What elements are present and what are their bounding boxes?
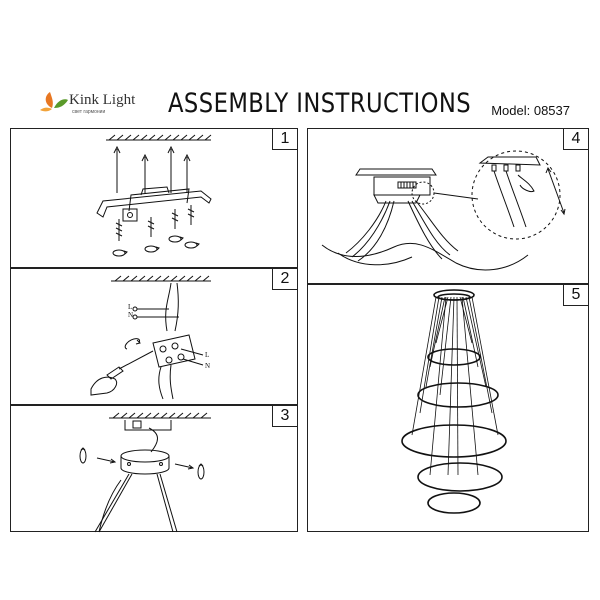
step-5-number: 5 xyxy=(563,285,588,306)
header: Kink Light свет гармонии ASSEMBLY INSTRU… xyxy=(0,0,600,128)
step-1-number: 1 xyxy=(272,129,297,150)
wire-label-n-bottom: N xyxy=(205,362,211,370)
wire-label-l-top: L xyxy=(128,303,133,311)
wire-label-n-top: N xyxy=(128,311,134,319)
step-2-number: 2 xyxy=(272,269,297,290)
brand-tagline: свет гармонии xyxy=(72,109,106,115)
step-2-diagram xyxy=(90,275,211,400)
step-3-panel: 3 xyxy=(10,405,298,533)
page-title: ASSEMBLY INSTRUCTIONS xyxy=(168,88,472,119)
step-5-panel: 5 xyxy=(307,284,589,532)
wire-label-l-bottom: L xyxy=(205,351,210,359)
step-5-diagram xyxy=(401,289,507,514)
step-3-diagram xyxy=(79,412,211,533)
step-4-panel: 4 xyxy=(307,128,589,284)
step-4-number: 4 xyxy=(563,129,588,150)
kink-light-logo xyxy=(40,92,68,112)
step-4-diagram xyxy=(321,150,566,271)
step-3-number: 3 xyxy=(272,406,297,427)
step-1-panel: 1 xyxy=(10,128,298,268)
brand-name: Kink Light xyxy=(69,92,136,108)
model-number: Model: 08537 xyxy=(491,103,570,118)
step-2-panel: L N L N 2 xyxy=(10,268,298,405)
step-1-diagram xyxy=(96,134,212,257)
